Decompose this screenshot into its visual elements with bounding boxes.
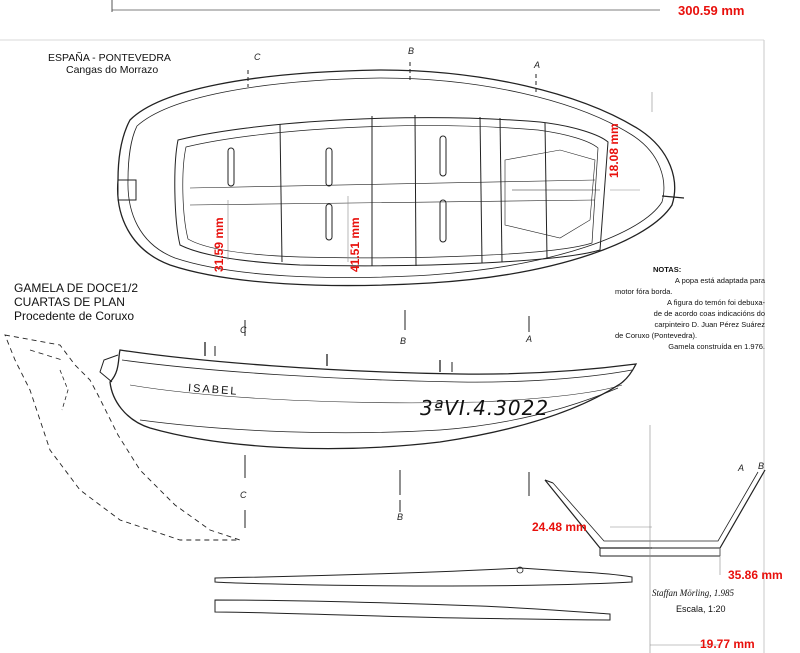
plan-slot-5 [439, 199, 447, 243]
title-line-3: Procedente de Coruxo [14, 309, 135, 323]
section-top-left [544, 479, 554, 484]
plan-thwart-4 [479, 116, 483, 264]
plan-slot-2 [325, 147, 333, 187]
plan-thwart-6 [544, 122, 548, 259]
plan-thwart-1 [279, 123, 283, 263]
title-line-1: GAMELA DE DOCE1/2 [14, 281, 139, 295]
measure-section-height: 24.48 mm [532, 520, 587, 534]
keel-strip-upper [214, 567, 633, 587]
rudder-tiller [29, 349, 63, 361]
measure-stern-width: 18.08 mm [607, 123, 621, 178]
notes-line: de de acordo coas indicacións do [653, 309, 765, 318]
keel-strip-lower [214, 599, 611, 621]
measure-total: 300.59 mm [678, 3, 745, 18]
scale-label: Escala, 1:20 [676, 604, 726, 614]
header-location: ESPAÑA - PONTEVEDRA [48, 52, 171, 64]
section-label-c: C [254, 52, 261, 62]
plan-hull-inner [127, 77, 665, 278]
notes-line: motor fóra borda. [615, 287, 673, 296]
measure-section-bottom: 35.86 mm [728, 568, 783, 582]
plan-stem [661, 195, 685, 199]
plan-cockpit-inner [182, 125, 599, 259]
plan-slot-4 [439, 135, 447, 177]
notes-line: A figura do temón foi debuxa- [667, 298, 765, 307]
author-credit: Staffan Mörling, 1.985 [652, 588, 735, 598]
section-label-c: C [240, 490, 247, 500]
profile-stern-post [99, 354, 119, 383]
profile-hull [109, 349, 638, 450]
profile-sheer-inner [121, 359, 633, 383]
keel-hole [516, 566, 524, 574]
section-label-a: A [526, 334, 533, 344]
measure-width-c: 31.59 mm [212, 217, 226, 272]
plan-thwart-5 [499, 117, 503, 263]
header-place: Cangas do Morrazo [66, 64, 159, 76]
section-label-b: B [758, 461, 765, 471]
plan-thwart-3 [414, 114, 417, 267]
plan-transom [117, 179, 137, 201]
plan-bow-frame [504, 149, 596, 239]
plan-hull-outer [116, 69, 676, 287]
plan-floor-line-2 [189, 199, 596, 206]
boat-registration: 3ªVI.4.3022 [420, 396, 550, 420]
section-outline-outer [544, 469, 766, 549]
section-label-b: B [408, 46, 415, 56]
profile-rub-line [129, 384, 623, 404]
plan-slot-1 [227, 147, 235, 187]
plan-cockpit [174, 117, 609, 267]
section-label-a: A [534, 60, 541, 70]
profile-bottom-line [139, 387, 619, 434]
section-outline-inner [552, 471, 759, 542]
notes-line: Gamela construída en 1.976. [668, 342, 765, 351]
section-label-c: C [240, 325, 247, 335]
plan-slot-3 [325, 203, 333, 241]
notes-line: de Coruxo (Pontevedra). [615, 331, 698, 340]
section-label-a: A [738, 463, 745, 473]
notes-line: A popa está adaptada para [674, 276, 765, 285]
plan-floor-line-1 [189, 179, 596, 189]
measure-width-b: 41.51 mm [348, 217, 362, 272]
section-label-b: B [397, 512, 404, 522]
title-line-2: CUARTAS DE PLAN [14, 295, 125, 309]
rudder-outline [4, 334, 241, 541]
notes-heading: NOTAS: [653, 265, 682, 274]
notes-block: NOTAS: A popa está adaptada para motor f… [615, 264, 765, 352]
measure-bottom-width: 19.77 mm [700, 637, 755, 651]
notes-line: carpinteiro D. Juan Pérez Suárez [654, 320, 765, 329]
section-label-b: B [400, 336, 407, 346]
rudder-pintle [59, 369, 69, 411]
